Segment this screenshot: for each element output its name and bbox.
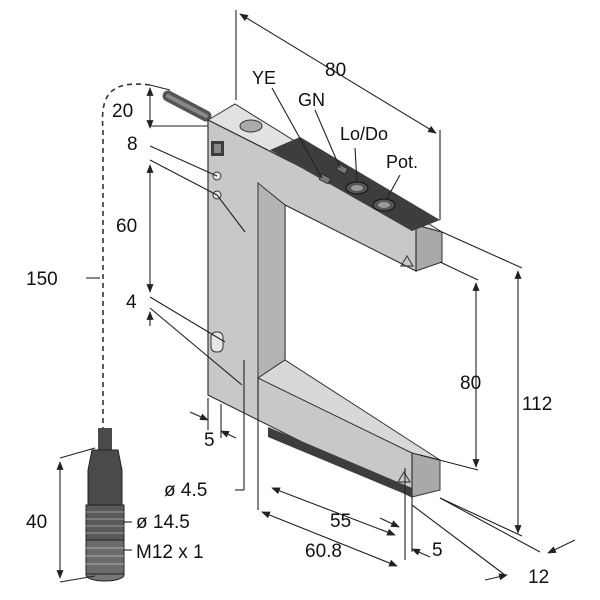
sensor-housing bbox=[206, 103, 443, 498]
dim-thread: M12 x 1 bbox=[136, 542, 204, 563]
warning-triangle-top bbox=[399, 254, 415, 267]
dim-edge-distance: 5 bbox=[204, 430, 215, 451]
housing-side-top-arm bbox=[415, 224, 443, 272]
warning-triangle-bottom bbox=[396, 470, 412, 483]
dim-cable-offset: 20 bbox=[112, 101, 133, 122]
housing-front-face bbox=[207, 119, 417, 498]
dim-cable-length: 150 bbox=[26, 269, 58, 290]
mounting-slot bbox=[210, 331, 224, 353]
dim-total-width: 60.8 bbox=[305, 541, 342, 562]
dim-slot-depth: 80 bbox=[460, 373, 481, 394]
dim-slot-width: 55 bbox=[330, 511, 351, 532]
dim-thickness: 12 bbox=[528, 567, 549, 588]
dim-total-height: 112 bbox=[522, 394, 552, 415]
label-pot: Pot. bbox=[386, 152, 418, 172]
label-gn: GN bbox=[298, 90, 325, 110]
label-lo-do: Lo/Do bbox=[340, 124, 388, 144]
cable-gland bbox=[239, 119, 263, 133]
cable-dashed bbox=[101, 83, 151, 440]
dim-connector-diameter: ø 14.5 bbox=[136, 512, 190, 533]
label-ye: YE bbox=[252, 68, 276, 88]
dimension-lines bbox=[56, 10, 576, 583]
dim-width-top: 80 bbox=[325, 60, 346, 81]
dim-hole-offset-bottom: 4 bbox=[126, 292, 137, 313]
slot-inner-shade bbox=[257, 181, 286, 379]
housing-bottom-band bbox=[268, 427, 412, 497]
dim-connector-length: 40 bbox=[26, 512, 47, 533]
led-ye bbox=[318, 173, 332, 185]
m12-connector bbox=[85, 428, 125, 582]
dim-hole-diameter: ø 4.5 bbox=[164, 480, 207, 501]
dim-hole-offset-top: 8 bbox=[127, 134, 138, 155]
dim-arm-offset: 5 bbox=[432, 540, 443, 561]
dim-hole-spacing: 60 bbox=[116, 216, 137, 237]
